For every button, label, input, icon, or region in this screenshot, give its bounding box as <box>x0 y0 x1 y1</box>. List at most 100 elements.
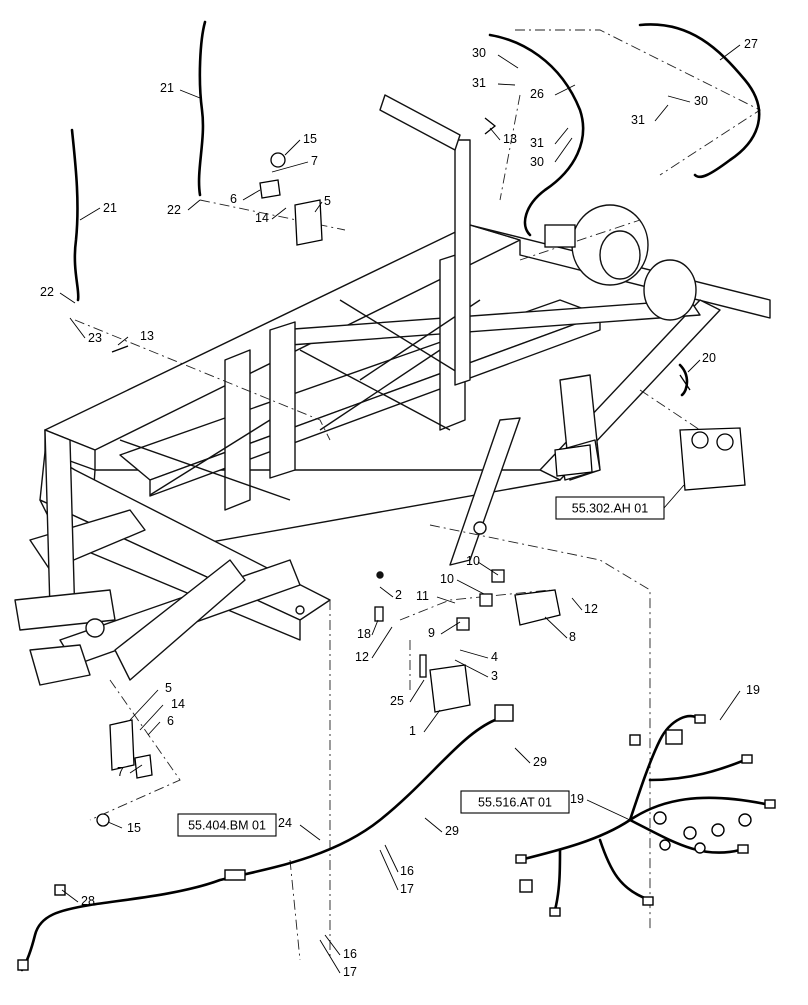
callout-leader-1 <box>423 709 441 733</box>
wiring-harnesses <box>20 20 772 972</box>
callout-leader-19 <box>719 690 741 721</box>
callout-24: 24 <box>278 816 292 830</box>
callout-leader-15 <box>107 821 123 829</box>
callout-leader-11 <box>436 596 456 604</box>
callout-leader-2 <box>379 586 394 598</box>
callout-13: 13 <box>140 329 154 343</box>
callout-leader-31 <box>654 104 669 122</box>
callout-14: 14 <box>171 697 185 711</box>
callout-11: 11 <box>416 589 429 603</box>
callout-19: 19 <box>570 792 584 806</box>
callout-leader-31 <box>554 127 569 145</box>
callout-26: 26 <box>530 87 544 101</box>
callout-leader-31 <box>497 83 516 86</box>
callout-leader-10 <box>477 561 499 576</box>
callout-17: 17 <box>343 965 357 979</box>
callout-2: 2 <box>395 588 402 602</box>
callout-29: 29 <box>533 755 547 769</box>
callout-13: 13 <box>503 132 517 146</box>
reference-label: 55.516.AT 01 <box>478 796 552 810</box>
callout-30: 30 <box>530 155 544 169</box>
callout-14: 14 <box>255 211 269 225</box>
callout-19: 19 <box>746 683 760 697</box>
callout-leader-21 <box>179 89 201 99</box>
callout-leader-13 <box>117 336 129 346</box>
callout-leader-6 <box>147 721 161 736</box>
callout-leader-4 <box>459 649 489 659</box>
callout-31: 31 <box>472 76 486 90</box>
callout-6: 6 <box>167 714 174 728</box>
callout-leader-19 <box>586 799 631 821</box>
callout-18: 18 <box>357 627 371 641</box>
callout-leader-14 <box>271 207 287 220</box>
callout-leader-29 <box>424 817 443 833</box>
callout-leader-5 <box>314 201 323 213</box>
callout-leader-15 <box>284 139 301 156</box>
callout-15: 15 <box>127 821 141 835</box>
reference-label: 55.302.AH 01 <box>572 502 648 516</box>
callout-leader-10 <box>456 579 485 595</box>
callout-17: 17 <box>400 882 414 896</box>
callout-16: 16 <box>343 947 357 961</box>
callout-leader-17 <box>379 849 399 891</box>
callout-21: 21 <box>160 81 174 95</box>
callout-leader-30 <box>667 95 691 103</box>
callout-5: 5 <box>324 194 331 208</box>
reference-box-r3: 55.516.AT 01 <box>460 790 570 814</box>
callout-leader-28 <box>61 889 79 903</box>
callout-leader-14 <box>139 704 164 731</box>
callout-29: 29 <box>445 824 459 838</box>
callout-leader-26 <box>554 84 576 96</box>
callout-leader-30 <box>554 137 573 163</box>
callout-leader-12 <box>571 597 583 611</box>
callout-leader-16 <box>384 844 399 873</box>
callout-21: 21 <box>103 201 117 215</box>
callout-23: 23 <box>88 331 102 345</box>
callout-16: 16 <box>400 864 414 878</box>
callout-leader-7 <box>271 161 309 173</box>
callout-7: 7 <box>311 154 318 168</box>
callout-20: 20 <box>702 351 716 365</box>
callout-10: 10 <box>440 572 454 586</box>
callout-leader-5 <box>129 689 159 721</box>
callout-10: 10 <box>466 554 480 568</box>
callout-leader-22 <box>187 199 201 211</box>
callout-leader-13 <box>489 127 501 141</box>
callout-leader-12 <box>371 626 393 659</box>
callout-leader-25 <box>409 679 425 703</box>
callout-leader-29 <box>514 747 531 764</box>
callout-leader-16 <box>324 934 341 956</box>
callout-leader-18 <box>371 619 379 636</box>
machine-frame <box>14 94 771 686</box>
callout-4: 4 <box>491 650 498 664</box>
callout-leader-21 <box>79 207 101 221</box>
callout-leader-8 <box>544 616 568 639</box>
callout-8: 8 <box>569 630 576 644</box>
callout-15: 15 <box>303 132 317 146</box>
callout-9: 9 <box>428 626 435 640</box>
callout-leader-20 <box>687 359 701 373</box>
callout-5: 5 <box>165 681 172 695</box>
harness-connectors <box>17 704 776 971</box>
callout-leader-3 <box>454 659 489 678</box>
callout-leader-27 <box>719 44 741 61</box>
callout-3: 3 <box>491 669 498 683</box>
callout-leader-9 <box>440 621 461 635</box>
callout-leader-6 <box>242 189 261 201</box>
callout-31: 31 <box>631 113 645 127</box>
callout-leader-17 <box>319 939 341 974</box>
callout-12: 12 <box>584 602 598 616</box>
callout-22: 22 <box>167 203 181 217</box>
callout-12: 12 <box>355 650 369 664</box>
callout-27: 27 <box>744 37 758 51</box>
callout-7: 7 <box>117 765 124 779</box>
callout-leader-30 <box>497 54 519 69</box>
small-parts <box>96 117 746 827</box>
callout-31: 31 <box>530 136 544 150</box>
callout-30: 30 <box>694 94 708 108</box>
callout-30: 30 <box>472 46 486 60</box>
callout-leader-7 <box>129 764 143 774</box>
